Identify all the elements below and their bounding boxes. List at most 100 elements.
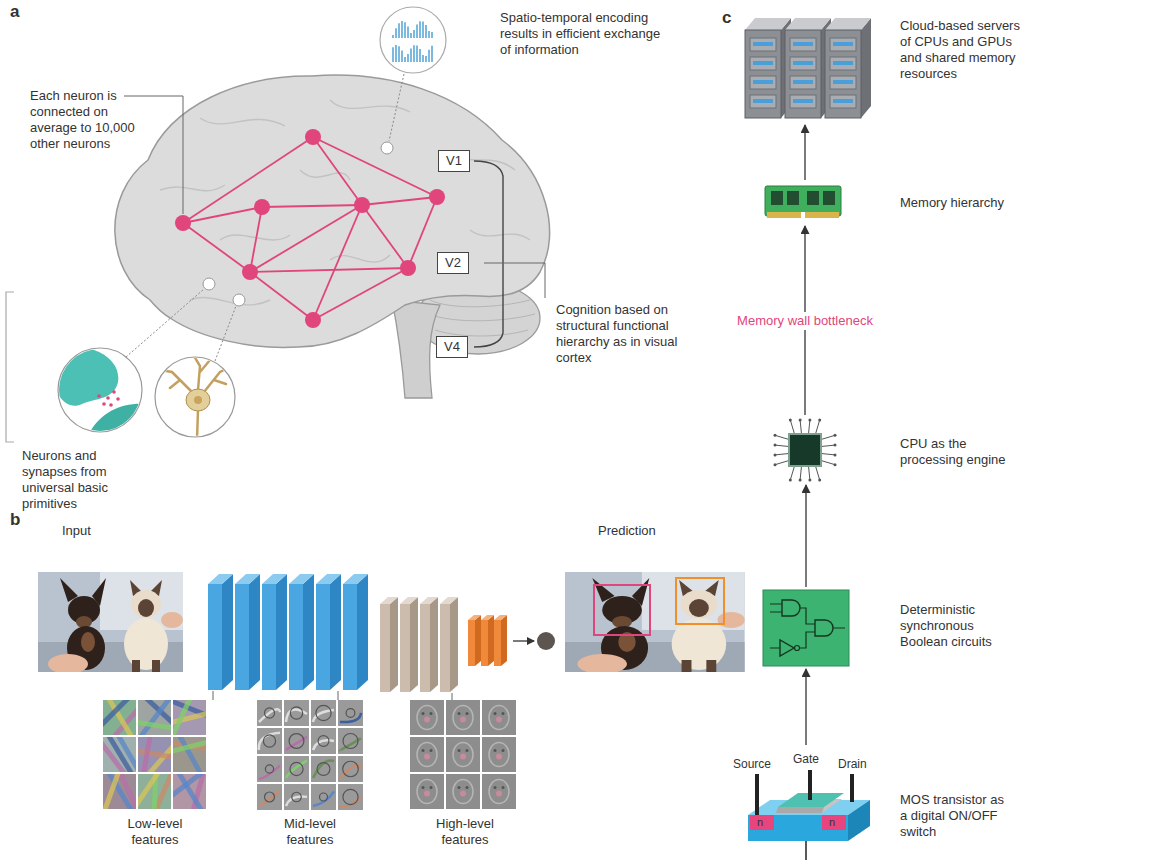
drawing-part [466,712,469,715]
drawing-part [259,766,280,779]
spike-bar [428,50,430,62]
drawing-part [284,700,309,726]
drawing-part [767,212,839,218]
drawing-part [830,38,856,51]
feature-tile [311,728,336,754]
drawing-part [450,597,458,692]
leader-line [213,691,452,700]
drawing-part [488,615,494,666]
drawing-part [446,737,480,772]
drawing-part [316,574,341,584]
callout-note: Each neuron is connected on average to 1… [30,88,152,152]
drawing-part [808,479,811,482]
spike-callout [380,7,446,73]
feature-tile [257,700,282,726]
drawing-part [137,695,173,740]
drawing-part [460,754,466,760]
drawing-part [424,791,430,797]
drawing-part [284,756,309,782]
image-title: Prediction [598,523,656,539]
feature-tile [338,728,363,754]
drawing-part [848,800,870,841]
drawing-part [489,780,509,804]
feature-tile [311,784,336,810]
drawing-part [785,18,831,30]
drawing-part [313,740,334,750]
feature-tile [311,700,336,726]
drawing-part [790,420,794,434]
drawing-part [311,756,336,782]
drawing-part [496,791,502,797]
region-label: n [757,815,763,829]
drawing-part [494,749,497,752]
drawing-part [809,466,810,480]
neuron-callout [155,357,235,437]
drawing-part [750,815,774,830]
drawing-part [502,786,505,789]
drawing-part [825,30,861,118]
drawing-part [809,420,810,434]
edge-label: Memory wall bottleneck [733,312,877,330]
stage-caption: Memory hierarchy [900,195,1050,211]
drawing-part [338,756,363,782]
network-link [408,197,437,268]
feature-tile [338,700,363,726]
feature-tile [482,737,516,772]
drawing-part [460,791,466,797]
drawing-part [357,574,368,690]
feature-maps [94,689,516,820]
drawing-part [834,453,837,456]
feature-tile [446,774,480,809]
drawing-part [466,749,469,752]
drawing-part [222,574,233,690]
stage-caption: Deterministic synchronous Boolean circui… [900,602,1010,650]
drawing-part [801,212,805,218]
drawing-part [800,420,801,434]
drawing-part [496,754,502,760]
spike-bar [431,32,433,38]
network-link [250,205,362,272]
spike-bar [422,22,424,38]
drawing-part [424,754,430,760]
drawing-part [420,604,430,692]
feature-tile [161,730,217,779]
feature-tile [257,784,282,810]
drawing-part [753,61,773,65]
drawing-part [430,712,433,715]
drawing-part [494,620,501,666]
drawing-part [789,479,792,482]
drawing-part [161,738,214,756]
drawing-part [276,574,287,690]
leader-line [124,96,183,214]
callout-note: Cognition based on structural functional… [556,302,688,366]
detection-box [676,578,724,624]
drawing-part [343,574,368,584]
feature-tile [338,784,363,810]
drawing-part [318,736,329,747]
spike-bar [410,33,412,38]
drawing-part [259,790,280,806]
stage-icon-box: Memory hierarchy [763,183,847,223]
drawing-part [821,435,835,439]
drawing-part [410,737,444,772]
drawing-part [317,763,330,776]
drawing-part [808,770,812,800]
drawing-part [774,453,777,456]
feature-tile [96,726,143,782]
drawing-part [833,80,853,84]
drawing-part [833,99,853,103]
circuit-icon [763,590,849,666]
feature-tile [131,764,175,820]
drawing-part [410,700,444,735]
synapse-illustration [55,347,146,436]
feature-tile [410,737,444,772]
drawing-part [109,403,113,407]
drawing-part [774,434,777,437]
drawing-part [481,615,494,620]
drawing-part [775,435,789,439]
drawing-part [466,786,469,789]
spike-bar [419,49,421,62]
neural-network [175,129,445,328]
output-dot [537,632,555,650]
